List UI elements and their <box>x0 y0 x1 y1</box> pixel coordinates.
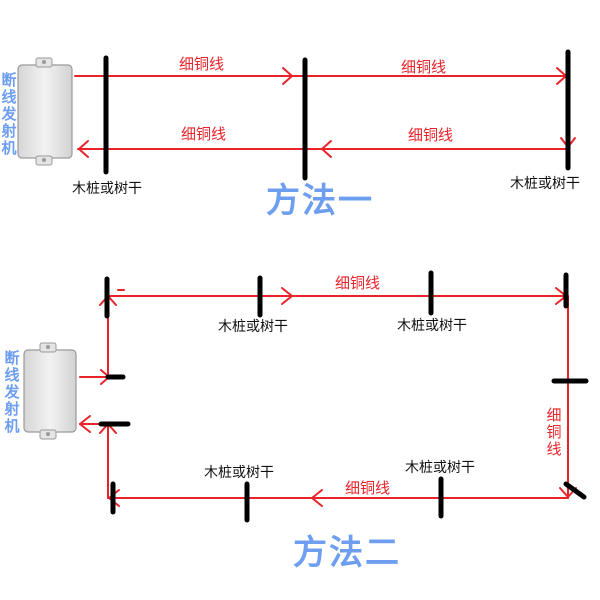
method2-post-label-bottom-2: 木桩或树干 <box>405 460 475 476</box>
method1-transmitter-device <box>17 57 73 166</box>
method1-arrowhead-bottom-mid <box>321 140 332 158</box>
method1-wire-label-top-1: 细铜线 <box>179 55 225 73</box>
method2-arrowhead-entry <box>79 415 91 433</box>
method2-device-label: 断线发射机 <box>4 349 20 435</box>
method1-title: 方法一 <box>266 181 374 221</box>
method2-title: 方法二 <box>293 533 401 573</box>
method1-wire-label-bottom-1: 细铜线 <box>181 125 227 143</box>
method2-post-label-bottom-1: 木桩或树干 <box>204 465 274 481</box>
method2-post-label-top-2: 木桩或树干 <box>397 318 467 334</box>
method2-wire-label-bottom: 细铜线 <box>345 479 391 497</box>
method2-post-bottomright <box>563 481 587 500</box>
method1-post-label-2: 木桩或树干 <box>510 176 580 192</box>
method2-wire-label-top: 细铜线 <box>335 274 381 292</box>
method2-arrowhead-bottom-mid <box>311 489 323 507</box>
method2-wire-label-right: 细铜线 <box>546 406 562 458</box>
method2-diagram <box>23 270 589 523</box>
method2-post-label-top-1: 木桩或树干 <box>218 319 288 335</box>
method1-post-label-1: 木桩或树干 <box>72 181 142 197</box>
method1-arrowhead-top-mid <box>282 67 293 85</box>
method1-diagram <box>17 49 576 181</box>
method1-wire-label-top-2: 细铜线 <box>401 58 447 76</box>
method2-transmitter-device <box>23 342 77 440</box>
method1-device-label: 断线发射机 <box>1 71 17 157</box>
method1-arrowhead-bottom-left <box>78 140 89 158</box>
method2-arrowhead-top-mid <box>281 287 293 305</box>
method1-wire-label-bottom-2: 细铜线 <box>408 126 454 144</box>
